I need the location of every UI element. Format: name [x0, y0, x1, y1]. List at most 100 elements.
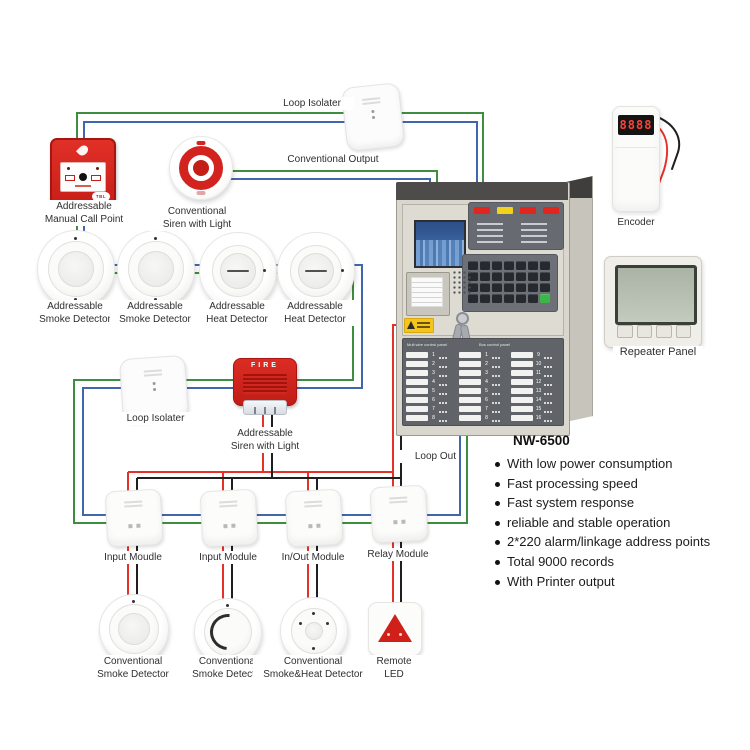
- keyhole-icon: [456, 312, 469, 325]
- multiwire-header: Mult wire control panel: [407, 342, 448, 347]
- zone-strip-row: 9: [511, 350, 561, 359]
- wire-loop-blue-top: [83, 121, 478, 193]
- addressable-siren-device: FIRE: [233, 358, 297, 406]
- siren-grille: [243, 374, 287, 394]
- feature-item: reliable and stable operation: [494, 513, 744, 533]
- feature-item: 2*220 alarm/linkage address points: [494, 532, 744, 552]
- zone-strip-row: 4: [459, 377, 509, 386]
- bus-header: Bus control panel: [479, 342, 510, 347]
- product-feature-list: NW-6500 With low power consumption Fast …: [494, 433, 744, 591]
- warning-triangle-icon: [407, 321, 415, 329]
- zone-strip-row: 13: [511, 386, 561, 395]
- zone-strip-row: 11: [511, 368, 561, 377]
- wire-loop-blue-main: [75, 264, 461, 516]
- product-title: NW-6500: [513, 433, 570, 448]
- fire-text: FIRE: [251, 362, 279, 369]
- encoder-label: Encoder: [606, 216, 666, 229]
- panel-side-face: [566, 176, 593, 422]
- keypad-confirm-key: [540, 294, 550, 303]
- panel-keypad: [462, 254, 558, 312]
- keypad-key: [504, 294, 514, 303]
- press-button-icon: [79, 173, 87, 181]
- zone-strip-row: 14: [511, 395, 561, 404]
- keypad-key: [516, 283, 526, 292]
- zone-strip-row: 2: [459, 359, 509, 368]
- zone-strip-row: 4: [406, 377, 456, 386]
- keypad-key: [468, 294, 478, 303]
- conventional-output-label: Conventional Output: [283, 153, 383, 166]
- keypad-key: [528, 294, 538, 303]
- encoder-device: 8888: [612, 106, 660, 212]
- feature-item: With low power consumption: [494, 454, 744, 474]
- zone-strip-row: 3: [406, 368, 456, 377]
- zone-strip-row: 6: [459, 395, 509, 404]
- panel-lcd-screen: [414, 220, 466, 268]
- panel-key-lock: [450, 312, 474, 356]
- feature-item: Fast system response: [494, 493, 744, 513]
- keypad-key: [504, 272, 514, 281]
- zone-strip-row: 8: [459, 413, 509, 422]
- input-module-1-device: [104, 488, 164, 548]
- keypad-key: [468, 272, 478, 281]
- zone-strip-row: 2: [406, 359, 456, 368]
- keypad-key: [528, 272, 538, 281]
- zone-strip-row: 1: [459, 350, 509, 359]
- repeater-panel-label: Repeater Panel: [613, 346, 703, 359]
- encoder-display: 8888: [618, 115, 654, 135]
- addressable-smoke-detector-1: [37, 230, 115, 308]
- repeater-lcd-screen: [615, 265, 697, 325]
- down-button: [656, 325, 672, 338]
- conventional-smoke-detector-1: [99, 594, 169, 664]
- keypad-key: [468, 261, 478, 270]
- wire-loop-green-top: [76, 112, 484, 197]
- up-button: [636, 325, 652, 338]
- loop-out-label: Loop Out: [398, 450, 456, 463]
- keypad-key: [516, 272, 526, 281]
- fire-alarm-control-panel: Mult wire control panel Bus control pane…: [396, 176, 593, 436]
- call-point-panel: [60, 162, 106, 192]
- flame-icon: [75, 143, 91, 158]
- zone-strip-row: 6: [406, 395, 456, 404]
- indicator-label-rows: [521, 219, 547, 245]
- keypad-key: [480, 294, 490, 303]
- zone-strip-row: 15: [511, 404, 561, 413]
- repeater-buttons: [617, 325, 691, 338]
- addressable-smoke-detector-2: [117, 230, 195, 308]
- keypad-key: [516, 261, 526, 270]
- keypad-key: [528, 261, 538, 270]
- keypad-key: [528, 283, 538, 292]
- menu-button: [617, 325, 633, 338]
- press-here-text-mark: [75, 185, 91, 187]
- zone-strip-row: 1: [406, 350, 456, 359]
- panel-zone-section: Mult wire control panel Bus control pane…: [402, 338, 564, 426]
- repeater-panel-device: [604, 256, 702, 348]
- zone-strip-row: 16: [511, 413, 561, 422]
- keypad-key: [504, 261, 514, 270]
- silence-button: [675, 325, 691, 338]
- lcd-city-image: [416, 239, 464, 266]
- encoder-black-clip-icon: [671, 154, 678, 170]
- relay-module-device: [369, 484, 429, 544]
- keypad-key: [492, 294, 502, 303]
- panel-top-band: [396, 182, 568, 200]
- led-triangle-icon: [378, 614, 412, 642]
- keypad-key: [480, 261, 490, 270]
- fire-led-icon: [67, 167, 70, 170]
- conventional-smoke-heat-detector: [280, 597, 348, 665]
- tbl-badge: TBL: [92, 192, 110, 201]
- zone-strip-row: 7: [459, 404, 509, 413]
- call-point-marking: [91, 175, 101, 181]
- feature-item: Total 9000 records: [494, 552, 744, 572]
- zone-strip-row: 7: [406, 404, 456, 413]
- indicator-label-rows: [477, 219, 503, 245]
- loop-isolater-label: Loop Isolater: [270, 97, 354, 110]
